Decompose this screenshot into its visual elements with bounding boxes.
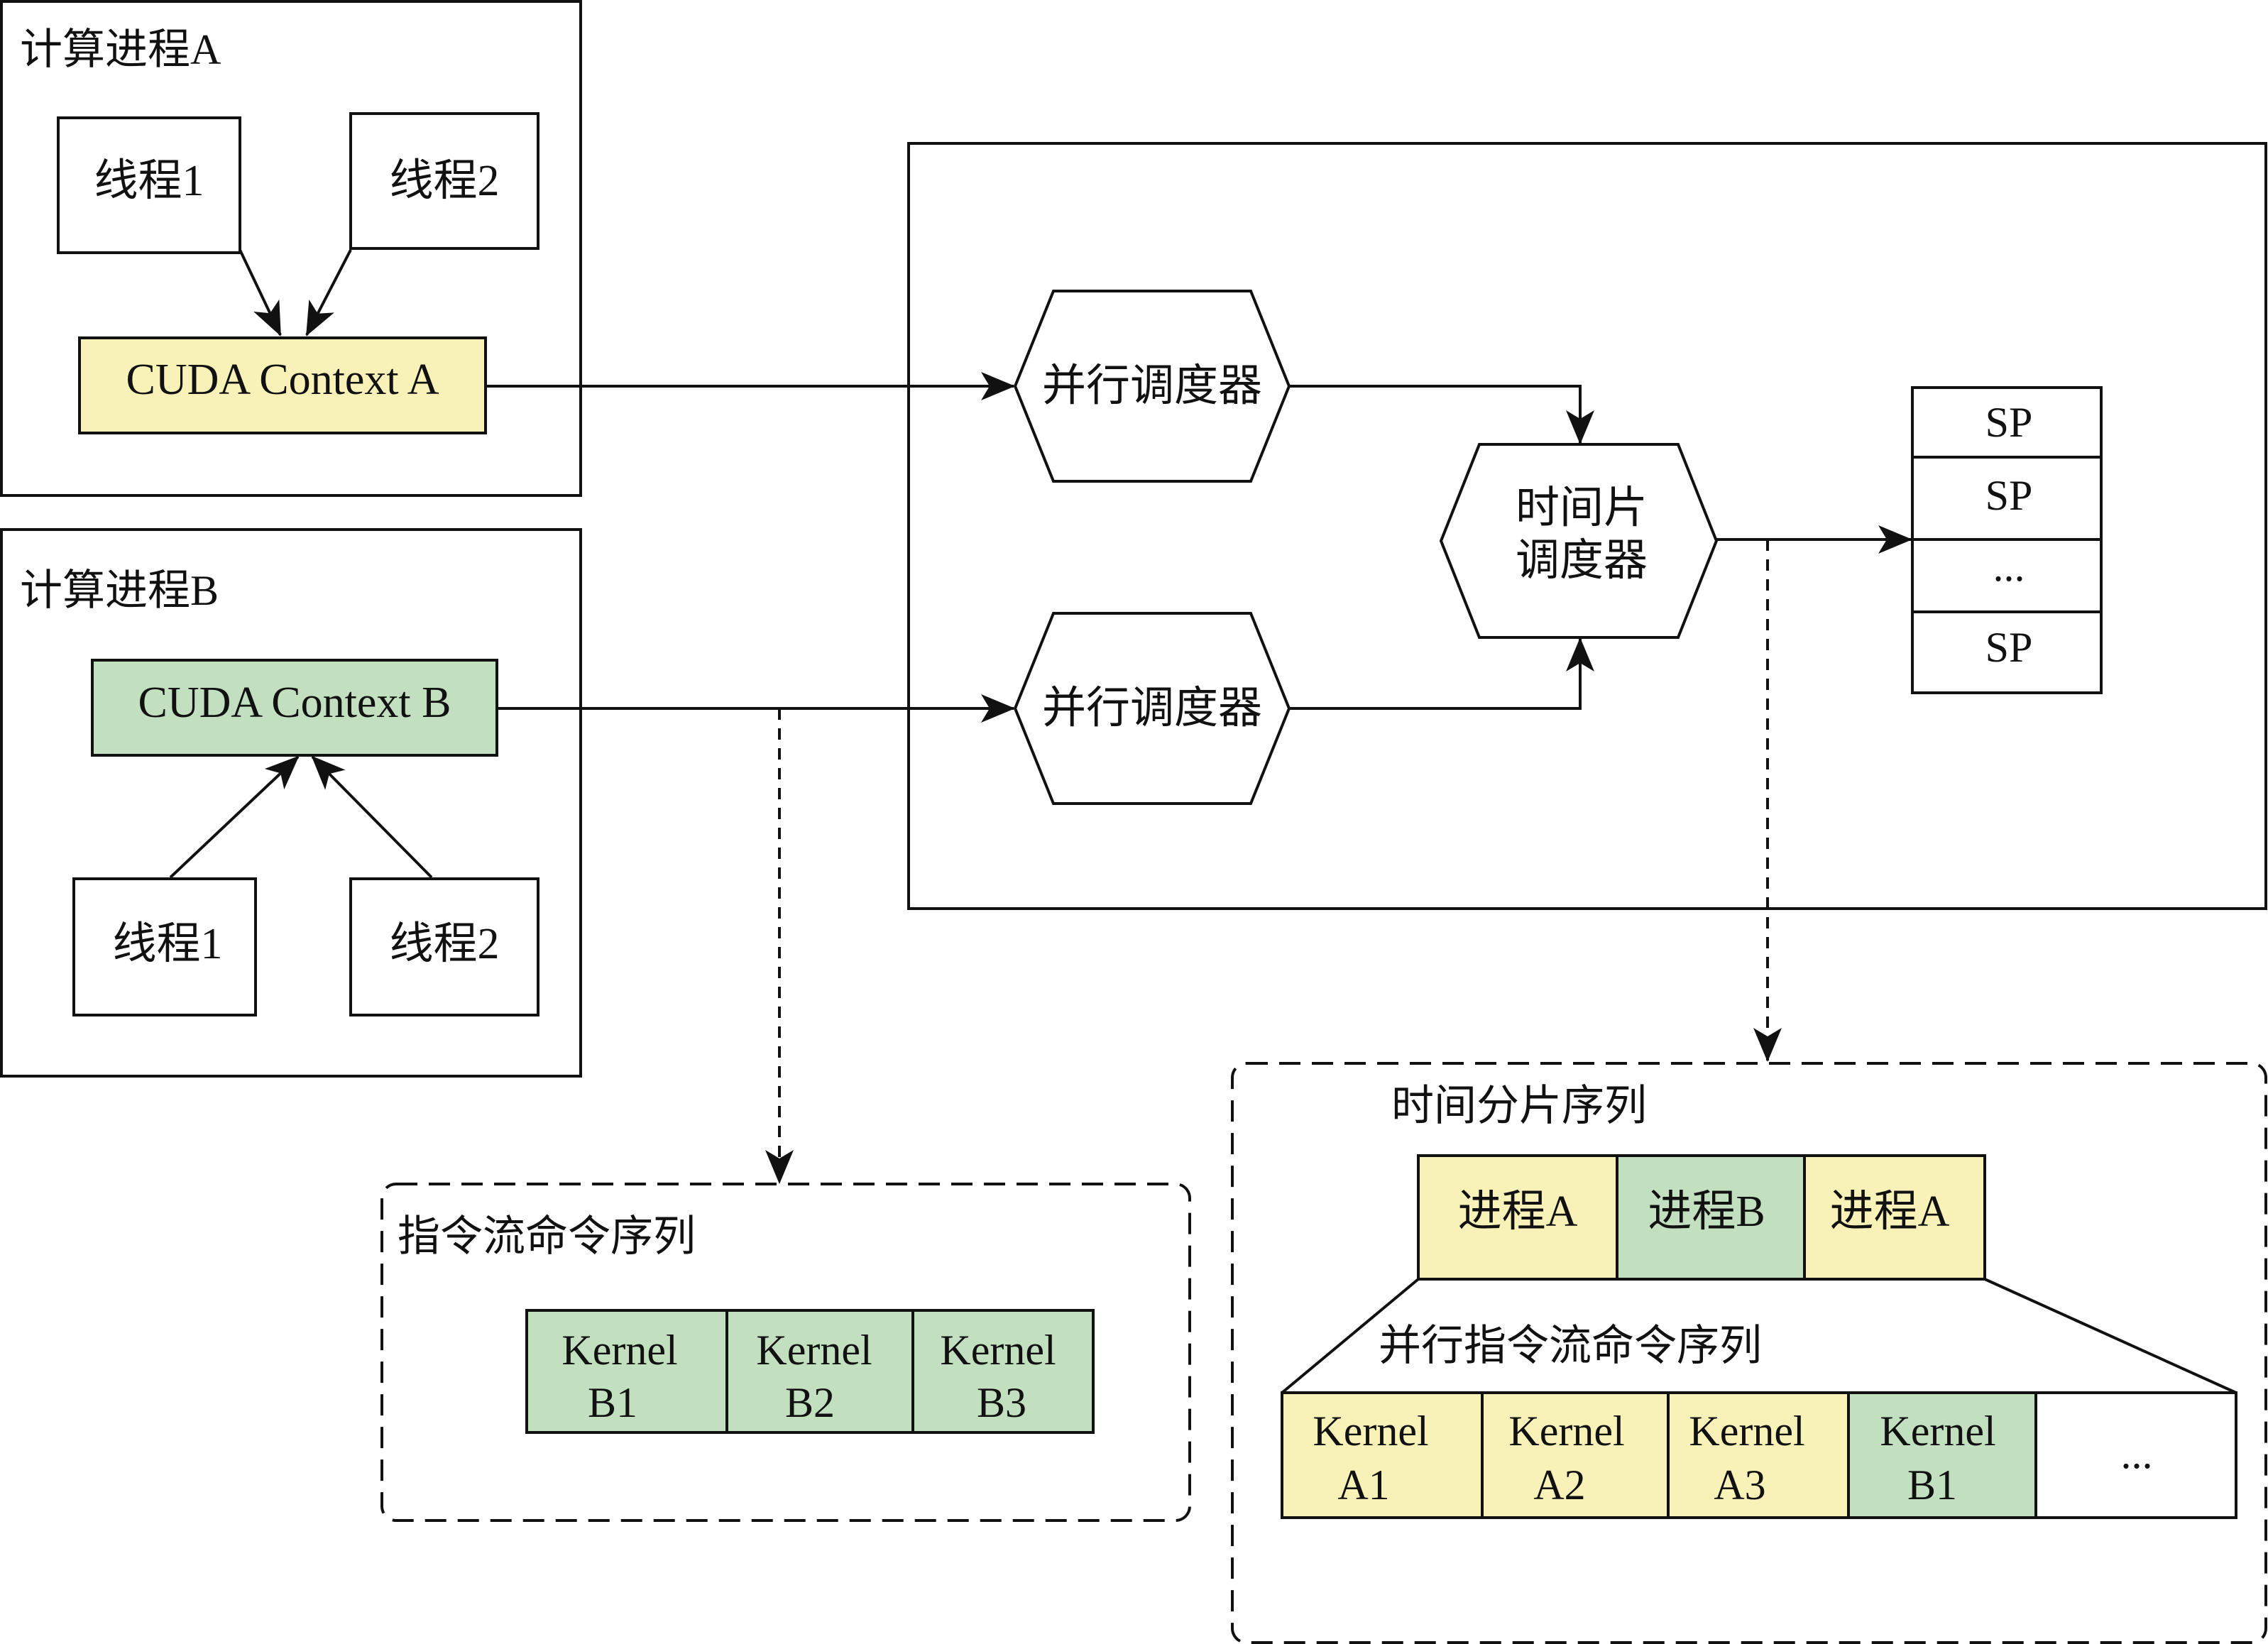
time-slot-label: 进程A — [1830, 1188, 1950, 1236]
kernel-label: B3 — [977, 1379, 1026, 1426]
time-slice-sequence-title: 时间分片序列 — [1391, 1083, 1647, 1129]
kernel-cell — [725, 1309, 914, 1434]
process-b-group: 计算进程B CUDA Context B 线程1 线程2 — [0, 528, 582, 1078]
arrow-scheduler-2-to-time-slice — [1289, 637, 1594, 710]
time-slot-cell — [1803, 1154, 1986, 1281]
parallel-scheduler-2-label: 并行调度器 — [1042, 684, 1262, 733]
kernel-label: A3 — [1714, 1462, 1765, 1508]
instruction-stream-box — [380, 1183, 1191, 1522]
expand-line-left — [1281, 1278, 1420, 1394]
kernel-cell — [1481, 1391, 1670, 1519]
arrow-thread1-to-context-b — [169, 755, 300, 879]
process-b-thread1-label: 线程1 — [112, 920, 222, 968]
sp-unit-label: SP — [1985, 472, 2033, 519]
gpu-box — [907, 142, 2267, 910]
kernel-cell — [525, 1309, 728, 1434]
process-b-title: 计算进程B — [20, 567, 219, 614]
process-a-thread1-box — [57, 116, 241, 254]
process-b-box — [0, 528, 582, 1078]
kernel-cell — [1847, 1391, 2037, 1519]
time-slice-scheduler-label-line1: 时间片 — [1516, 484, 1648, 532]
arrow-scheduler-1-to-time-slice — [1289, 385, 1594, 444]
process-b-thread2-box — [349, 877, 539, 1016]
kernel-label: Kernel — [1313, 1408, 1428, 1454]
sp-unit-label: SP — [1985, 399, 2033, 446]
kernel-cell — [1667, 1391, 1850, 1519]
kernel-label: Kernel — [1508, 1408, 1624, 1454]
kernel-more-label: ... — [2121, 1430, 2153, 1477]
instruction-stream-group: 指令流命令序列 Kernel B1 Kernel B2 Kernel B3 — [380, 1183, 1191, 1522]
kernel-label: Kernel — [1689, 1408, 1804, 1454]
process-a-title: 计算进程A — [20, 26, 221, 73]
time-slice-scheduler-label-line2: 调度器 — [1516, 537, 1648, 585]
parallel-sequence-title: 并行指令流命令序列 — [1379, 1322, 1762, 1369]
process-a-group: 计算进程A 线程1 线程2 CUDA Context A — [0, 0, 582, 497]
process-a-box — [0, 0, 582, 497]
process-a-thread2-label: 线程2 — [389, 157, 499, 205]
kernel-label: B2 — [785, 1379, 835, 1426]
sp-unit-label: SP — [1985, 624, 2033, 671]
time-slot-label: 进程A — [1458, 1188, 1578, 1236]
process-a-thread2-box — [349, 112, 539, 250]
kernel-label: A1 — [1337, 1462, 1389, 1508]
kernel-label: Kernel — [756, 1327, 872, 1374]
cuda-context-b-box — [91, 659, 498, 757]
arrow-thread1-to-context-a — [239, 249, 282, 336]
time-slice-sequence-group: 时间分片序列 进程A 进程B 进程A 并行指令流命令序列 Kernel A1 K… — [1231, 1062, 2267, 1644]
kernel-label: B1 — [1907, 1462, 1957, 1508]
kernel-cell — [1281, 1391, 1484, 1519]
kernel-cell — [911, 1309, 1095, 1434]
process-b-thread2-label: 线程2 — [389, 920, 499, 968]
instruction-stream-title: 指令流命令序列 — [398, 1213, 696, 1260]
kernel-label: Kernel — [561, 1327, 677, 1374]
kernel-label: Kernel — [940, 1327, 1056, 1374]
kernel-label: Kernel — [1880, 1408, 1995, 1454]
process-b-thread1-box — [72, 877, 257, 1016]
kernel-label: A2 — [1533, 1462, 1585, 1508]
gpu-group: 并行调度器 并行调度器 时间片 调度器 SP SP ... SP — [907, 142, 2267, 910]
kernel-label: B1 — [588, 1379, 637, 1426]
process-a-thread1-label: 线程1 — [94, 157, 204, 205]
sp-unit-label: ... — [1993, 543, 2025, 590]
time-slice-sequence-box — [1231, 1062, 2267, 1644]
cuda-context-a-label: CUDA Context A — [126, 356, 439, 404]
arrow-thread2-to-context-b — [311, 755, 433, 879]
kernel-more-cell — [2034, 1391, 2237, 1519]
arrow-thread2-to-context-a — [305, 249, 352, 336]
expand-line-right — [1984, 1278, 2237, 1394]
connectors — [486, 372, 1912, 1184]
cuda-context-b-label: CUDA Context B — [138, 679, 451, 727]
time-slot-label: 进程B — [1648, 1188, 1765, 1236]
parallel-scheduler-1-label: 并行调度器 — [1042, 362, 1262, 410]
time-slot-cell — [1616, 1154, 1806, 1281]
